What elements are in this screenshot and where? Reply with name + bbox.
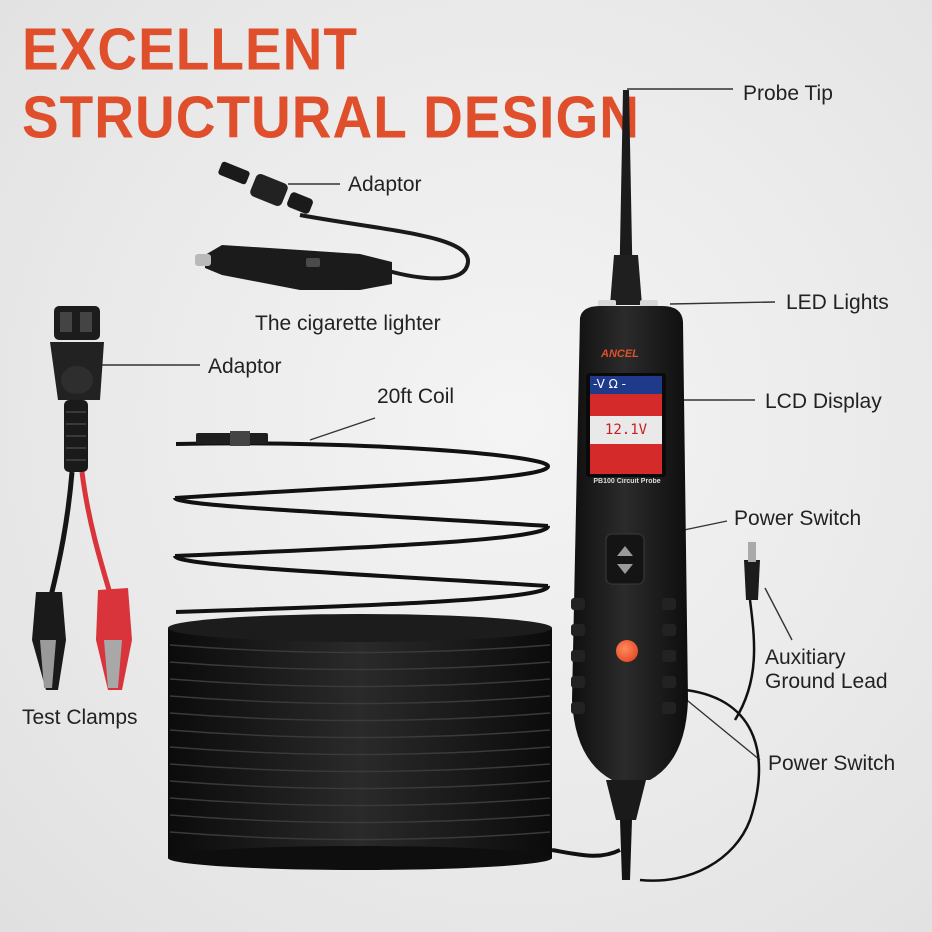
callout-lcd-display: LCD Display xyxy=(765,390,882,413)
callout-20ft-coil: 20ft Coil xyxy=(377,385,455,408)
lcd-mode-icons: -V Ω - xyxy=(593,377,626,391)
callout-cigarette-lighter: The cigarette lighter xyxy=(255,312,441,335)
callout-power-switch-top: Power Switch xyxy=(734,507,862,530)
auxiliary-ground-lead xyxy=(639,542,761,882)
callout-aux-ground-lead-line1: Auxitiary xyxy=(765,646,846,669)
brand-logo: ANCEL xyxy=(601,348,639,360)
model-label: PB100 Circuit Probe xyxy=(593,478,661,485)
leader-lines xyxy=(86,88,793,761)
callout-power-switch-bottom: Power Switch xyxy=(768,752,896,775)
headline-line-2: STRUCTURAL DESIGN xyxy=(22,83,640,151)
headline-line-1: EXCELLENT xyxy=(22,15,358,83)
callout-probe-tip: Probe Tip xyxy=(743,82,833,105)
callout-aux-ground-lead-line2: Ground Lead xyxy=(765,670,888,693)
callout-adaptor-left: Adaptor xyxy=(208,355,282,378)
test-clamp-cable xyxy=(32,306,132,690)
lcd-voltage-reading: 12.1V xyxy=(604,422,648,438)
callout-led-lights: LED Lights xyxy=(786,291,889,314)
coil-cable xyxy=(168,431,621,870)
callout-test-clamps: Test Clamps xyxy=(22,706,138,729)
callout-adaptor-top: Adaptor xyxy=(348,173,422,196)
cigarette-lighter-cable xyxy=(195,161,471,290)
circuit-probe xyxy=(571,90,688,880)
